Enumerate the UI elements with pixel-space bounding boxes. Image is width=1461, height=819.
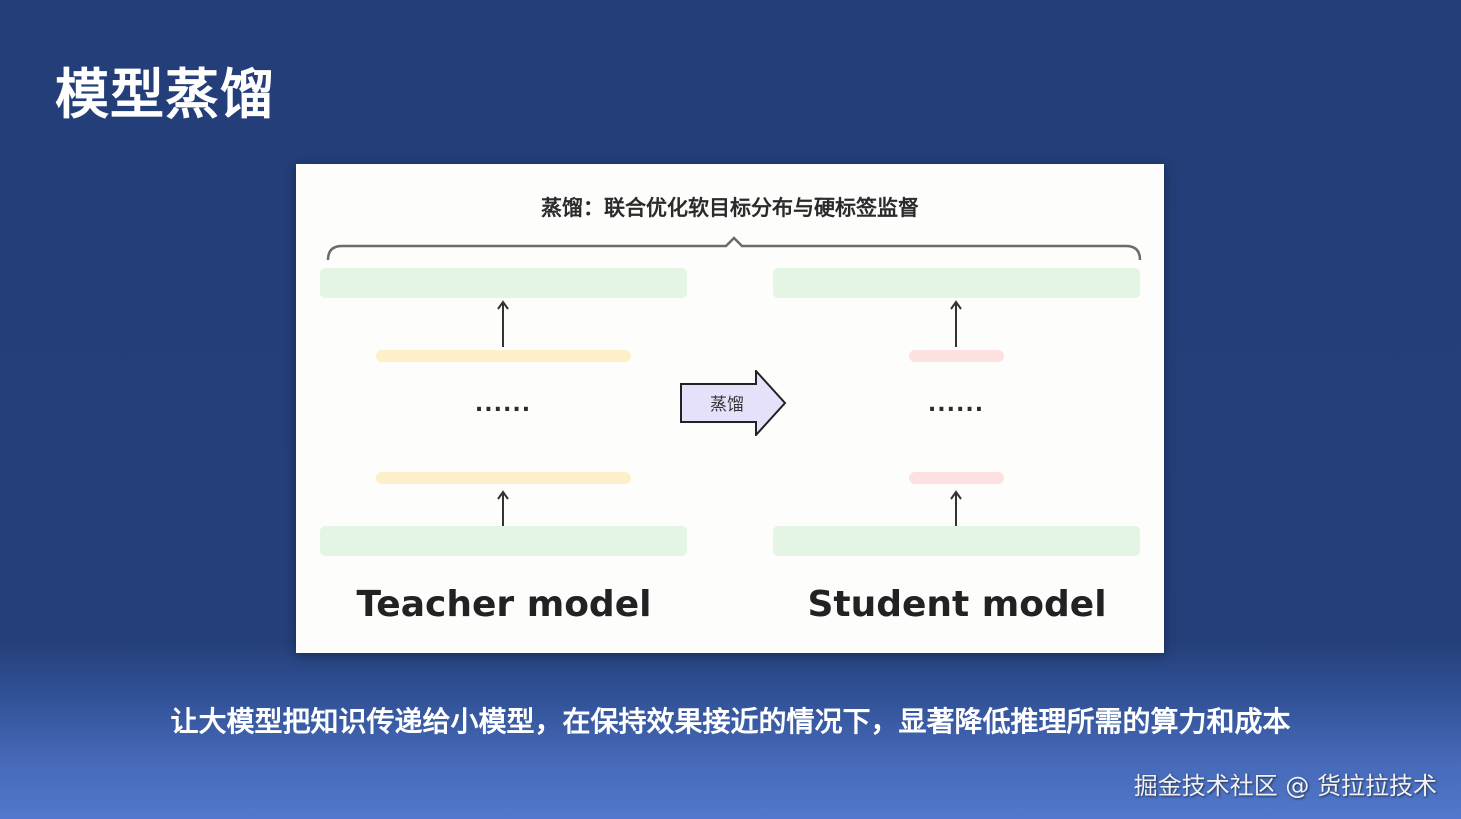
student-layer-bar — [909, 350, 1004, 362]
student-ellipsis: ...... — [927, 392, 985, 417]
teacher-model-label: Teacher model — [356, 584, 652, 625]
teacher-ellipsis: ...... — [474, 392, 532, 417]
teacher-layer-bar — [376, 472, 631, 484]
student-input-bar — [773, 526, 1140, 556]
student-layer-bar — [909, 472, 1004, 484]
teacher-layer-bar — [376, 350, 631, 362]
curly-brace — [326, 236, 1142, 261]
diagram-heading: 蒸馏：联合优化软目标分布与硬标签监督 — [541, 196, 919, 220]
slide-caption: 让大模型把知识传递给小模型，在保持效果接近的情况下，显著降低推理所需的算力和成本 — [170, 705, 1291, 738]
diagram-card: 蒸馏：联合优化软目标分布与硬标签监督 ...... Teacher model … — [296, 164, 1164, 653]
teacher-input-bar — [320, 526, 687, 556]
arrow-up-icon — [950, 490, 962, 529]
arrow-up-icon — [950, 300, 962, 347]
student-output-bar — [773, 268, 1140, 298]
arrow-up-icon — [497, 300, 509, 347]
distill-arrow-icon — [680, 370, 787, 436]
arrow-up-icon — [497, 490, 509, 529]
credit-watermark: 掘金技术社区 @ 货拉拉技术 — [1133, 772, 1437, 800]
distill-label: 蒸馏 — [710, 395, 744, 415]
slide-title: 模型蒸馏 — [55, 63, 275, 126]
teacher-output-bar — [320, 268, 687, 298]
student-model-label: Student model — [807, 584, 1107, 625]
